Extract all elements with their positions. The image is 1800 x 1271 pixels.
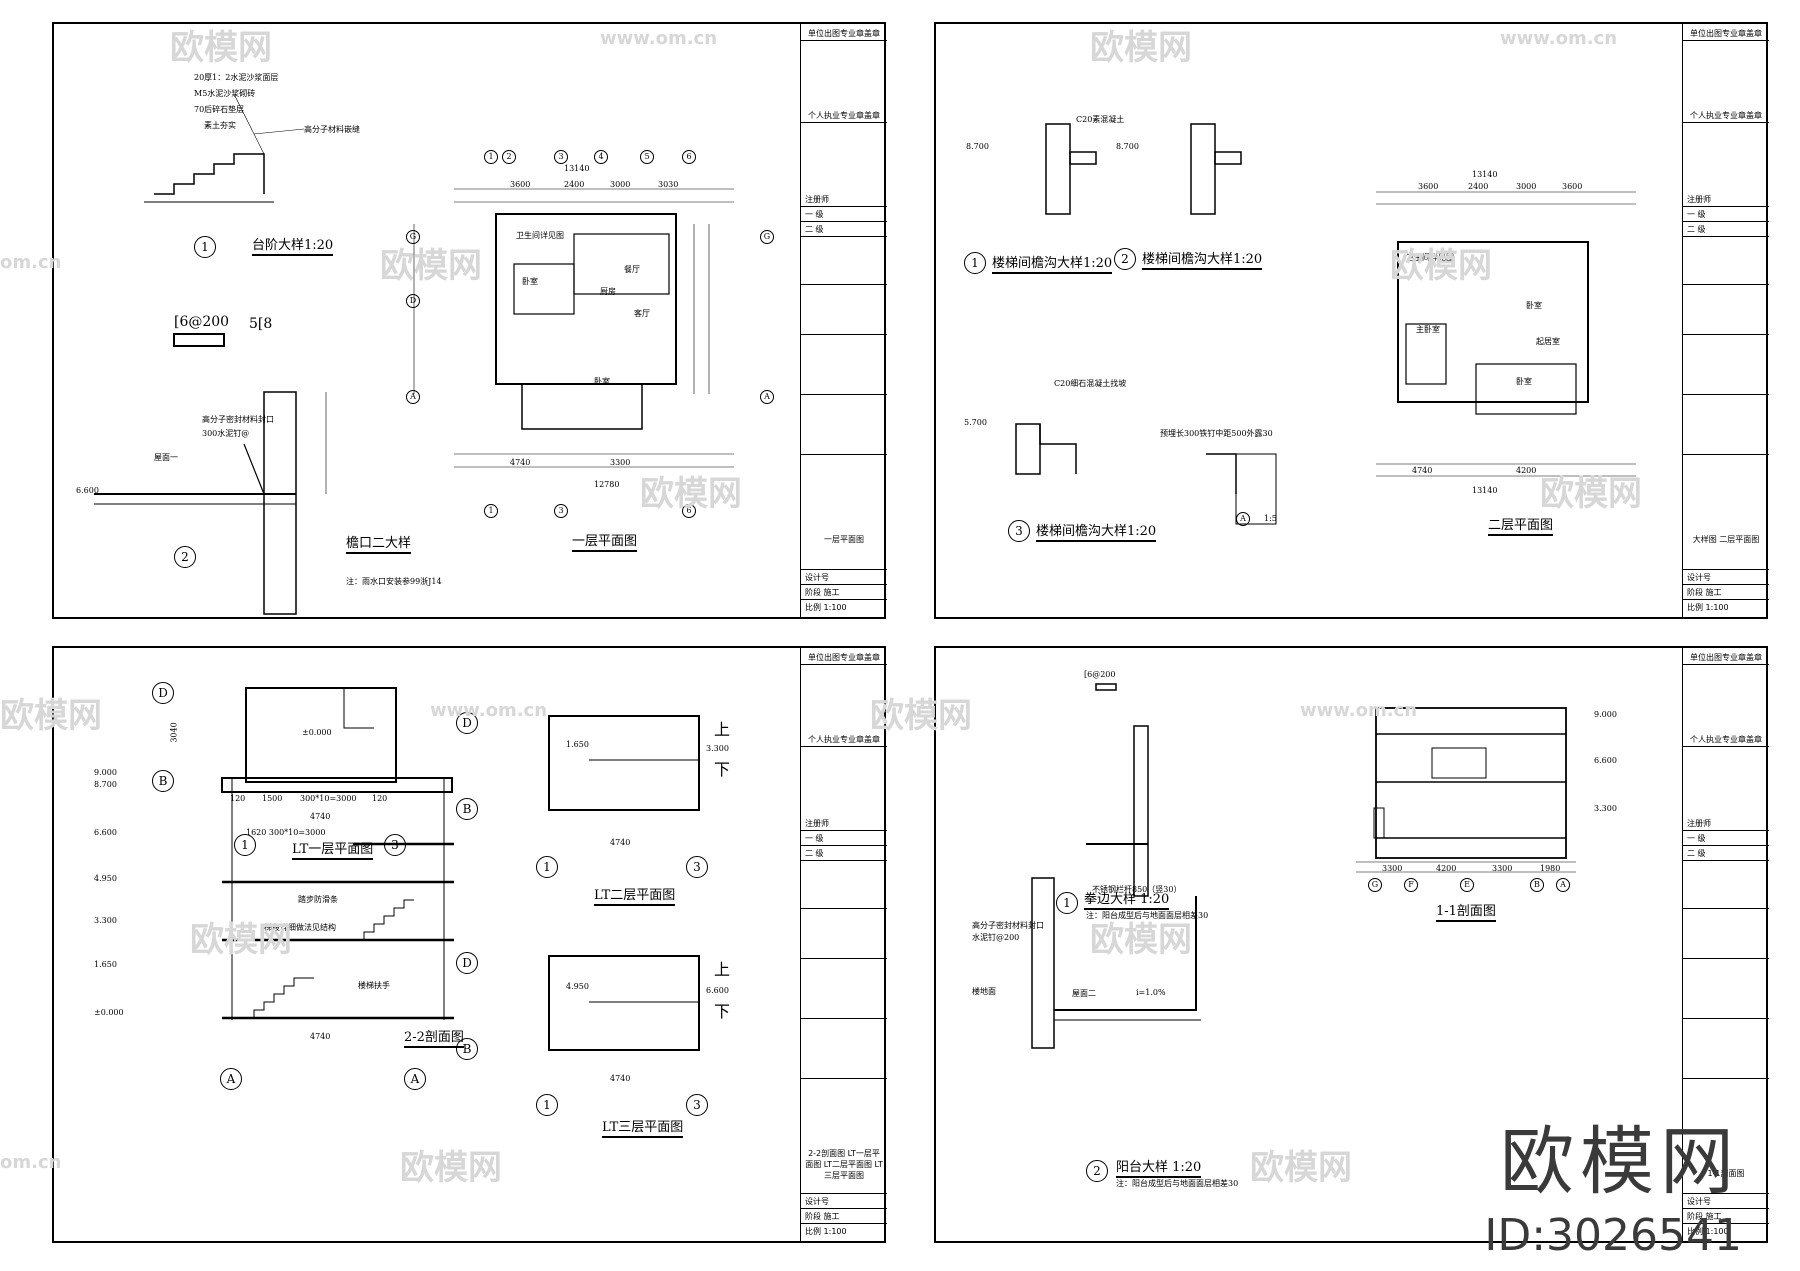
watermark-logo: 欧模网 [1250,1148,1352,1188]
title-block: 单位出图专业章盖章 个人执业专业章盖章 注册师 一 级 二 级 一层平面图 设计… [800,24,887,617]
watermark-logo: 欧模网 [0,696,102,736]
watermark-logo: 欧模网 [400,1148,502,1188]
gutter-details-and-plan [1015,123,1636,525]
watermark-url: www.om.cn [1300,700,1418,721]
watermark-logo: 欧模网 [1090,28,1192,68]
watermark-logo: 欧模网 [190,920,292,960]
watermark-logo: 欧模网 [170,28,272,68]
title-block: 单位出图专业章盖章 个人执业专业章盖章 注册师 一 级 二 级 1-1剖面图 设… [1682,648,1769,1241]
brand-id: ID:3026541 [1484,1210,1742,1261]
drawing-sheet-ground-floor: 单位出图专业章盖章 个人执业专业章盖章 注册师 一 级 二 级 一层平面图 设计… [52,22,887,619]
watermark-logo: 欧模网 [1540,474,1642,514]
watermark-url: om.cn [0,1152,62,1173]
brand-logo: 欧模网 [1500,1119,1740,1205]
watermark-url: www.om.cn [430,700,548,721]
watermark-url: www.om.cn [600,28,718,49]
watermark-logo: 欧模网 [1090,920,1192,960]
title-block: 单位出图专业章盖章 个人执业专业章盖章 注册师 一 级 二 级 2-2剖面图 L… [800,648,887,1241]
step-detail-drawing [94,93,734,615]
watermark-logo: 欧模网 [380,246,482,286]
watermark-url: www.om.cn [1500,28,1618,49]
drawing-sheet-section: 单位出图专业章盖章 个人执业专业章盖章 注册师 一 级 二 级 1-1剖面图 设… [934,646,1769,1243]
title-block: 单位出图专业章盖章 个人执业专业章盖章 注册师 一 级 二 级 大样图 二层平面… [1682,24,1769,617]
section-and-balcony-details [1031,683,1576,1049]
watermark-logo: 欧模网 [870,696,972,736]
drawing-sheet-second-floor: 单位出图专业章盖章 个人执业专业章盖章 注册师 一 级 二 级 大样图 二层平面… [934,22,1769,619]
drawing-sheet-stair: 单位出图专业章盖章 个人执业专业章盖章 注册师 一 级 二 级 2-2剖面图 L… [52,646,887,1243]
stair-plans-and-section [221,687,700,1051]
watermark-logo: 欧模网 [1390,246,1492,286]
watermark-url: om.cn [0,252,62,273]
watermark-logo: 欧模网 [640,474,742,514]
